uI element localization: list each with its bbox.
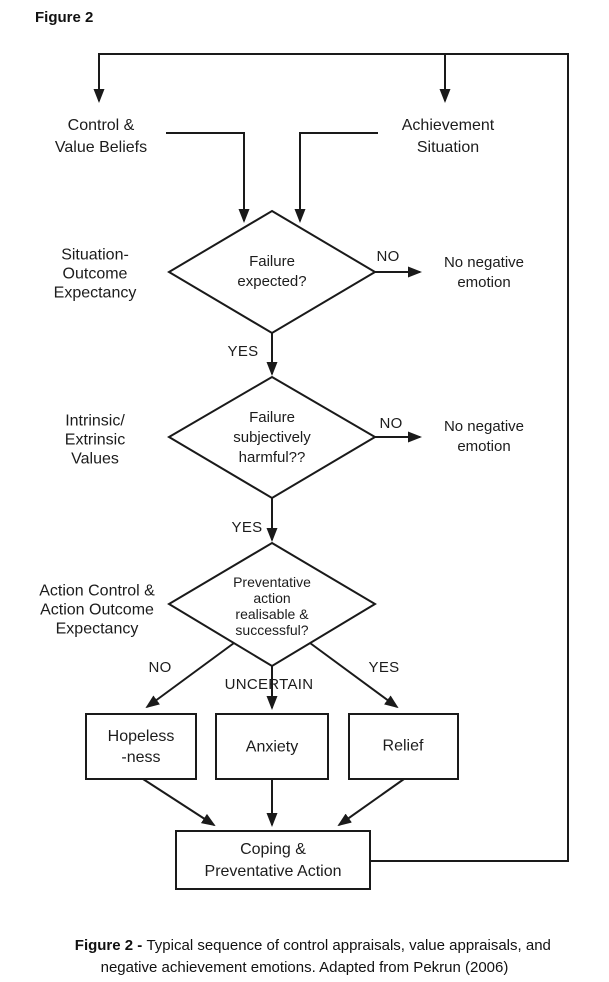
node-achievement-situation: Achievement Situation xyxy=(401,117,495,156)
edge-label-no1: NO xyxy=(376,248,400,265)
edge-label-uncertain: UNCERTAIN xyxy=(224,676,314,693)
connector-achievement-to-decision1 xyxy=(294,132,378,223)
arrow-hopelessness-to-coping xyxy=(142,778,216,827)
side-label-situation-outcome-expectancy: Situation- Outcome Expectancy xyxy=(53,246,137,302)
node-coping-label: Coping & Preventative Action xyxy=(204,841,342,880)
box-hopelessness xyxy=(85,713,197,780)
decision2-label: Failure subjectively harmful?? xyxy=(233,409,311,466)
connector-control-beliefs-to-decision1 xyxy=(166,132,250,223)
node-no-negative-emotion-1: No negative emotion xyxy=(443,254,525,291)
decision1-label: Failure expected? xyxy=(237,253,307,290)
figure-caption: Figure 2 - Typical sequence of control a… xyxy=(32,913,577,982)
feedback-loop-path xyxy=(93,53,569,862)
node-relief-label: Relief xyxy=(382,737,424,755)
node-no-negative-emotion-2: No negative emotion xyxy=(443,418,525,455)
side-label-intrinsic-extrinsic-values: Intrinsic/ Extrinsic Values xyxy=(64,412,126,468)
decision3-label: Preventative action realisable & success… xyxy=(233,574,311,638)
edge-label-no2: NO xyxy=(379,415,403,432)
edge-label-yes1: YES xyxy=(227,343,259,360)
arrow-relief-to-coping xyxy=(337,778,405,827)
node-control-value-beliefs: Control & Value Beliefs xyxy=(54,117,148,156)
edge-label-no3: NO xyxy=(148,659,172,676)
side-label-action-control-expectancy: Action Control & Action Outcome Expectan… xyxy=(39,582,155,638)
figure-caption-bold: Figure 2 - xyxy=(74,937,147,954)
figure-caption-text: Typical sequence of control appraisals, … xyxy=(100,937,556,976)
figure-title: Figure 2 xyxy=(35,9,94,26)
node-hopelessness-label: Hopeless -ness xyxy=(107,728,175,766)
box-coping-preventative-action xyxy=(175,830,371,890)
edge-label-yes2: YES xyxy=(231,519,263,536)
edge-label-yes3: YES xyxy=(368,659,400,676)
node-anxiety-label: Anxiety xyxy=(245,738,299,756)
arrow-yes3-to-relief xyxy=(309,642,399,709)
arrow-no3-to-hopelessness xyxy=(145,642,235,709)
